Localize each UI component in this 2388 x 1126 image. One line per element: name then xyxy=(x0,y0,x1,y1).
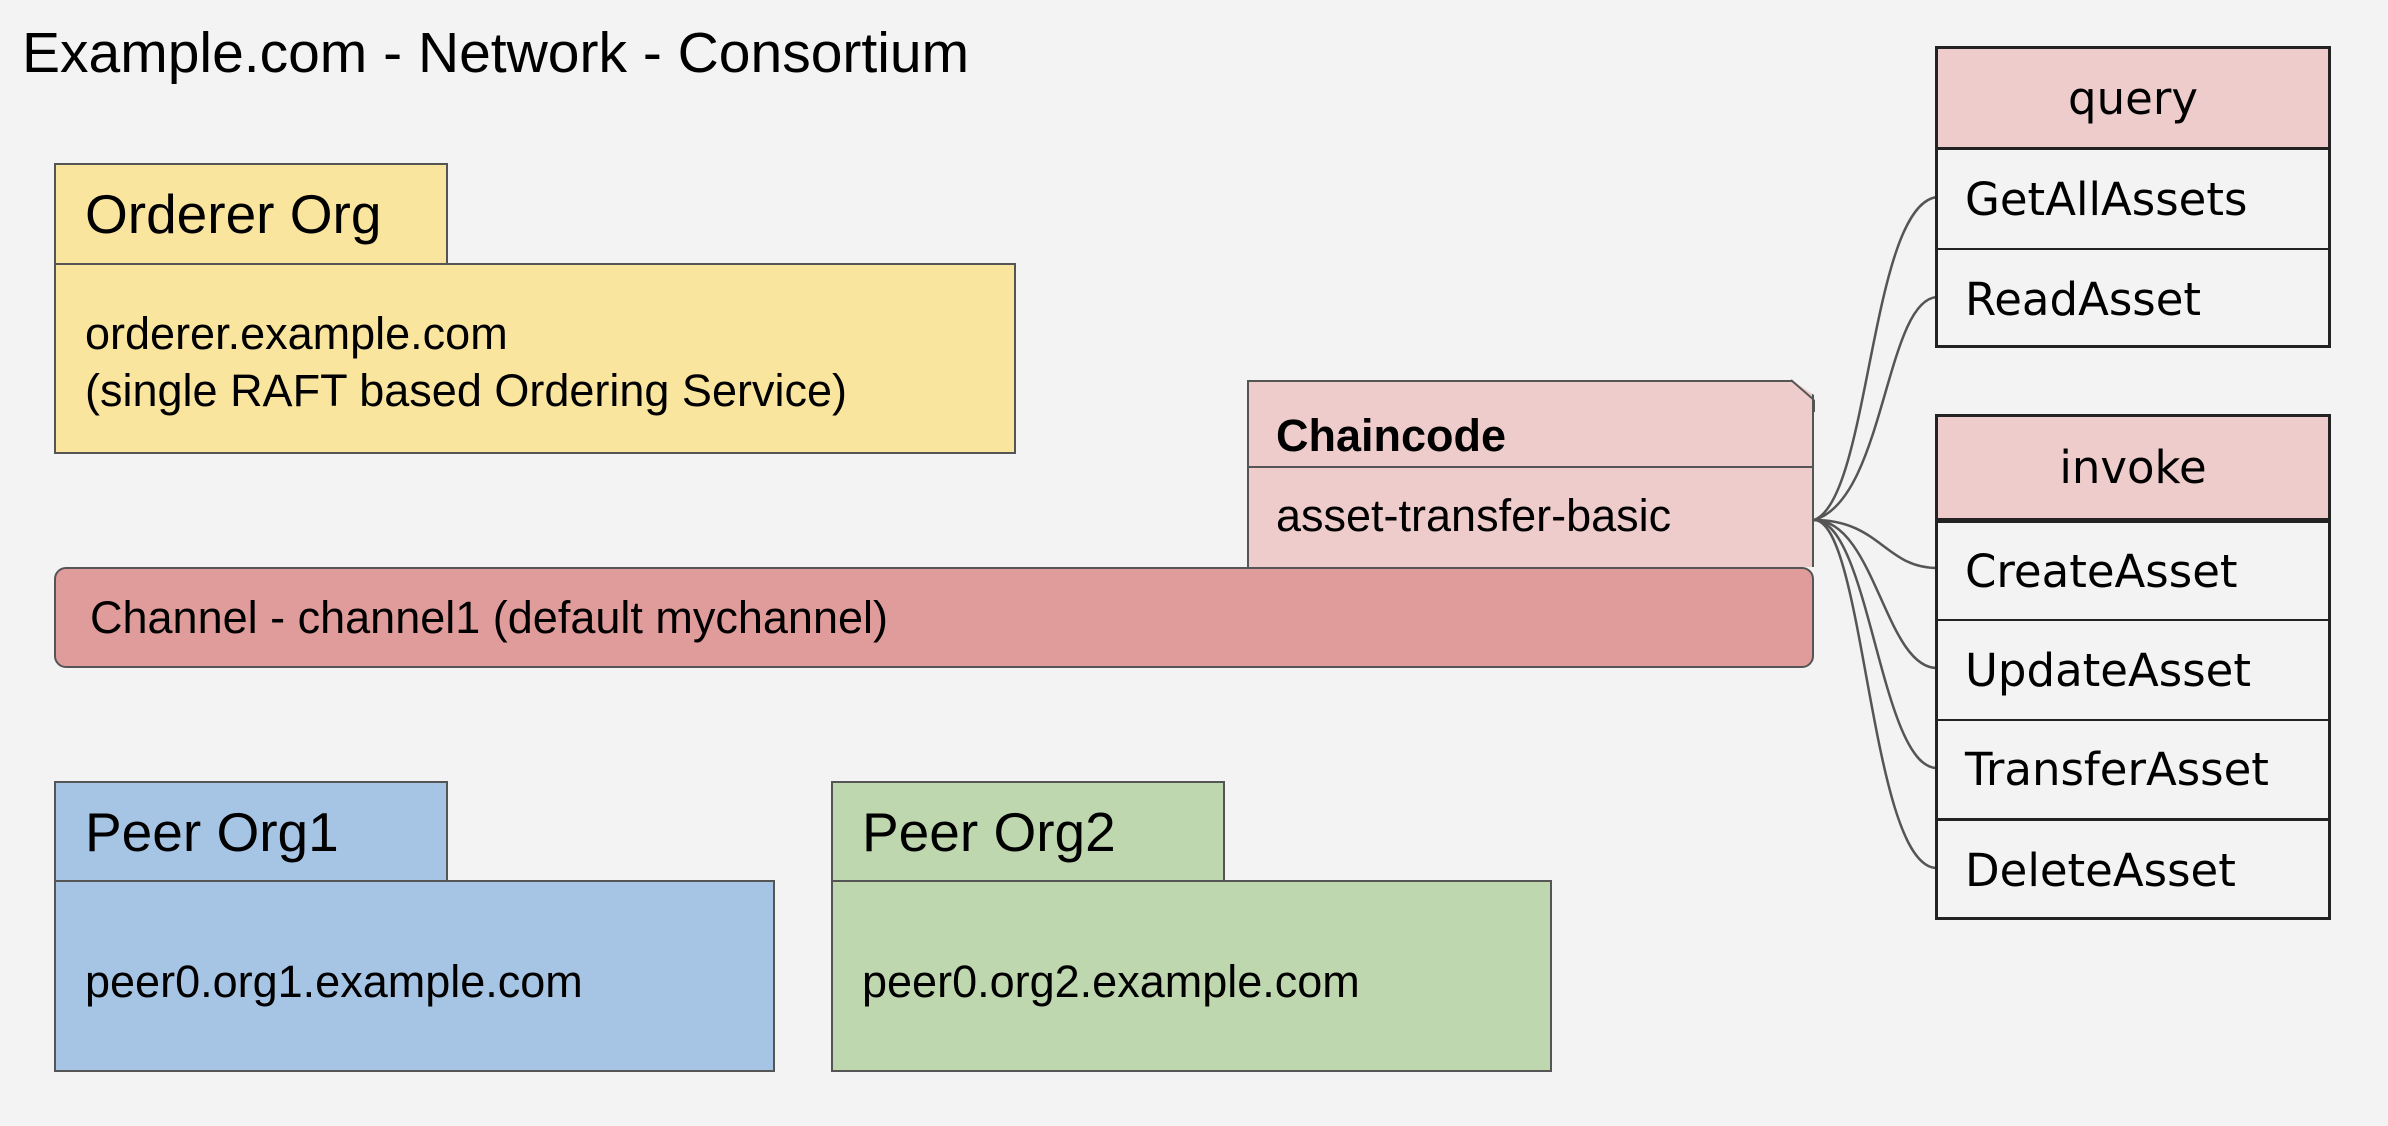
peer-org1-panel: peer0.org1.example.com xyxy=(54,880,775,1072)
chaincode-corner-notch xyxy=(1790,379,1815,412)
connector-transferasset xyxy=(1813,518,1938,770)
invoke-list: invoke CreateAsset UpdateAsset TransferA… xyxy=(1935,414,2331,920)
peer-org1-host: peer0.org1.example.com xyxy=(85,956,583,1007)
channel-bar: Channel - channel1 (default mychannel) xyxy=(54,567,1814,668)
chaincode-box xyxy=(1247,380,1814,567)
query-heading: query xyxy=(1938,49,2328,150)
chaincode-name: asset-transfer-basic xyxy=(1276,490,1672,541)
invoke-fn-createasset: CreateAsset xyxy=(1938,521,2328,621)
peer-org2-tab: Peer Org2 xyxy=(831,781,1225,883)
peer-org2-panel: peer0.org2.example.com xyxy=(831,880,1552,1072)
connector-deleteasset xyxy=(1813,518,1938,870)
invoke-fn-deleteasset: DeleteAsset xyxy=(1965,844,2236,897)
connector-updateasset xyxy=(1813,518,1938,670)
orderer-host: orderer.example.com xyxy=(85,308,508,359)
orderer-org-tab: Orderer Org xyxy=(54,163,448,265)
peer-org1-tab: Peer Org1 xyxy=(54,781,448,883)
chaincode-divider xyxy=(1247,466,1814,468)
diagram-title: Example.com - Network - Consortium xyxy=(22,21,970,85)
invoke-fn-transferasset: TransferAsset xyxy=(1938,721,2328,821)
connector-getallassets xyxy=(1813,195,1938,522)
peer-org2-host: peer0.org2.example.com xyxy=(862,956,1360,1007)
invoke-heading: invoke xyxy=(1938,417,2328,521)
chaincode-heading: Chaincode xyxy=(1276,410,1507,461)
invoke-fn-updateasset: UpdateAsset xyxy=(1938,621,2328,721)
query-fn-readasset: ReadAsset xyxy=(1965,272,2202,326)
channel-label: Channel - channel1 (default mychannel) xyxy=(90,591,888,643)
orderer-description: (single RAFT based Ordering Service) xyxy=(85,365,847,416)
query-fn-getallassets: GetAllAssets xyxy=(1938,150,2328,250)
connector-createasset xyxy=(1813,518,1938,570)
orderer-org-panel: orderer.example.com (single RAFT based O… xyxy=(54,263,1016,454)
query-list: query GetAllAssets ReadAsset xyxy=(1935,46,2331,348)
connector-readasset xyxy=(1813,295,1938,522)
